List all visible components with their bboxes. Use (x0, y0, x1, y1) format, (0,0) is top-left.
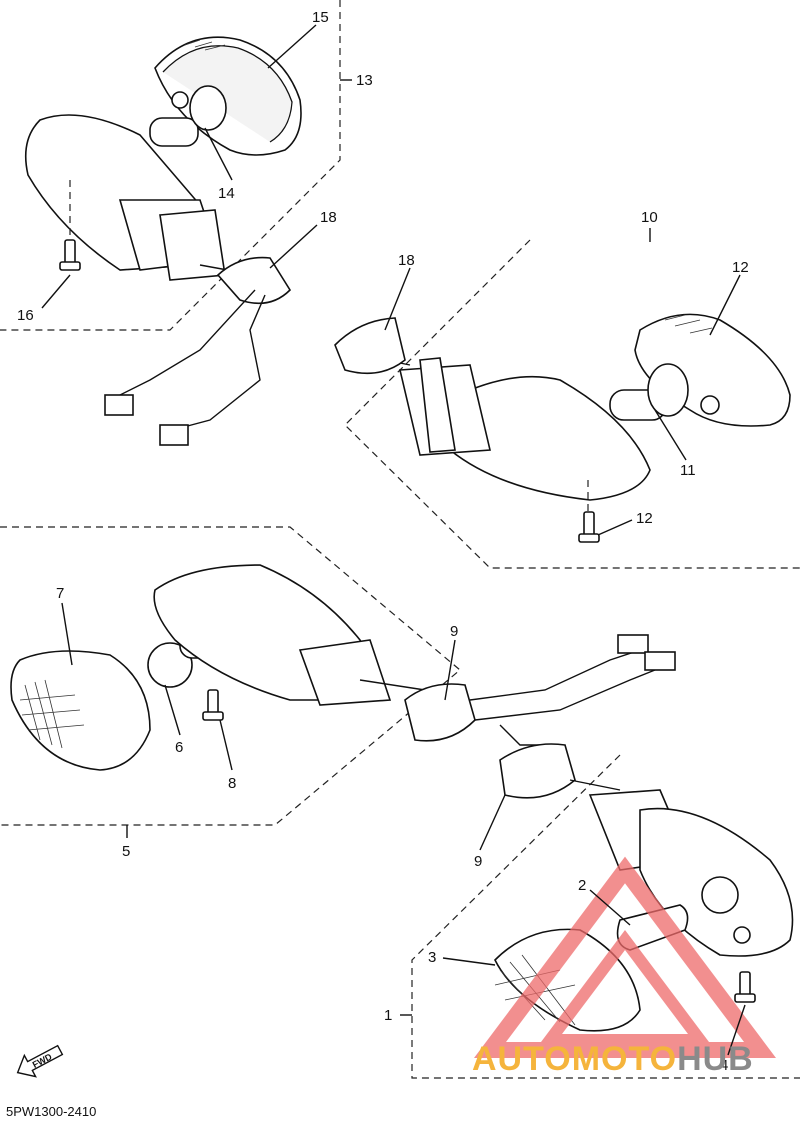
callout-3: 3 (428, 949, 436, 966)
callout-15: 14 (218, 185, 235, 202)
turn-signal-assembly-front-left (10, 564, 676, 771)
callout-12: 12 (732, 259, 749, 276)
group-1-boundary (411, 754, 800, 1079)
callout-13: 12 (636, 510, 653, 527)
group-10-boundary (344, 239, 800, 569)
watermark-text-part2: HUB (677, 1040, 754, 1078)
callout-5: 5 (122, 843, 130, 860)
callout-6: 6 (175, 739, 183, 756)
callout-9-bottom: 9 (474, 853, 482, 870)
callout-2: 2 (578, 877, 586, 894)
callout-10: 10 (641, 209, 658, 226)
leader-lines (41, 24, 746, 1056)
turn-signal-assembly-front-right (494, 724, 794, 1032)
turn-signal-assembly-rear-left (24, 36, 302, 446)
group-14-boundary (0, 0, 341, 331)
watermark-text: AUTOMOTOHUB (472, 1040, 754, 1079)
callout-1: 1 (384, 1007, 392, 1024)
fwd-arrow-icon: FWD (16, 1044, 64, 1078)
callout-18-mid: 18 (398, 252, 415, 269)
callout-9-top: 9 (450, 623, 458, 640)
callout-11: 11 (680, 462, 696, 479)
callout-7: 7 (56, 585, 64, 602)
callout-4: 4 (720, 1057, 728, 1074)
drawing-code: 5PW1300-2410 (6, 1104, 97, 1119)
callout-17: 16 (17, 307, 34, 324)
callout-14: 13 (356, 72, 373, 89)
turn-signal-assembly-rear-right (334, 313, 791, 543)
callout-16: 15 (312, 9, 329, 26)
callout-8: 8 (228, 775, 236, 792)
callout-18-top: 18 (320, 209, 337, 226)
watermark-text-part1: AUTOMOTO (472, 1040, 678, 1078)
watermark-logo (474, 856, 776, 1058)
group-5-boundary (0, 526, 461, 826)
